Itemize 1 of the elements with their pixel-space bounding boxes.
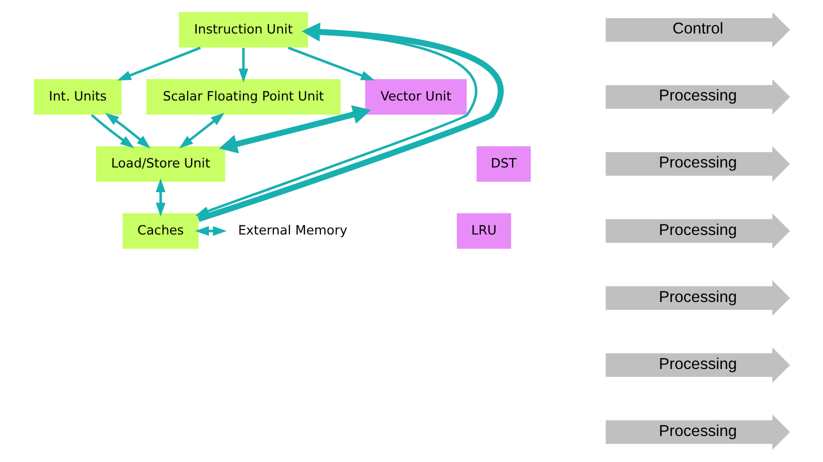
node-text: External Memory (238, 223, 347, 238)
